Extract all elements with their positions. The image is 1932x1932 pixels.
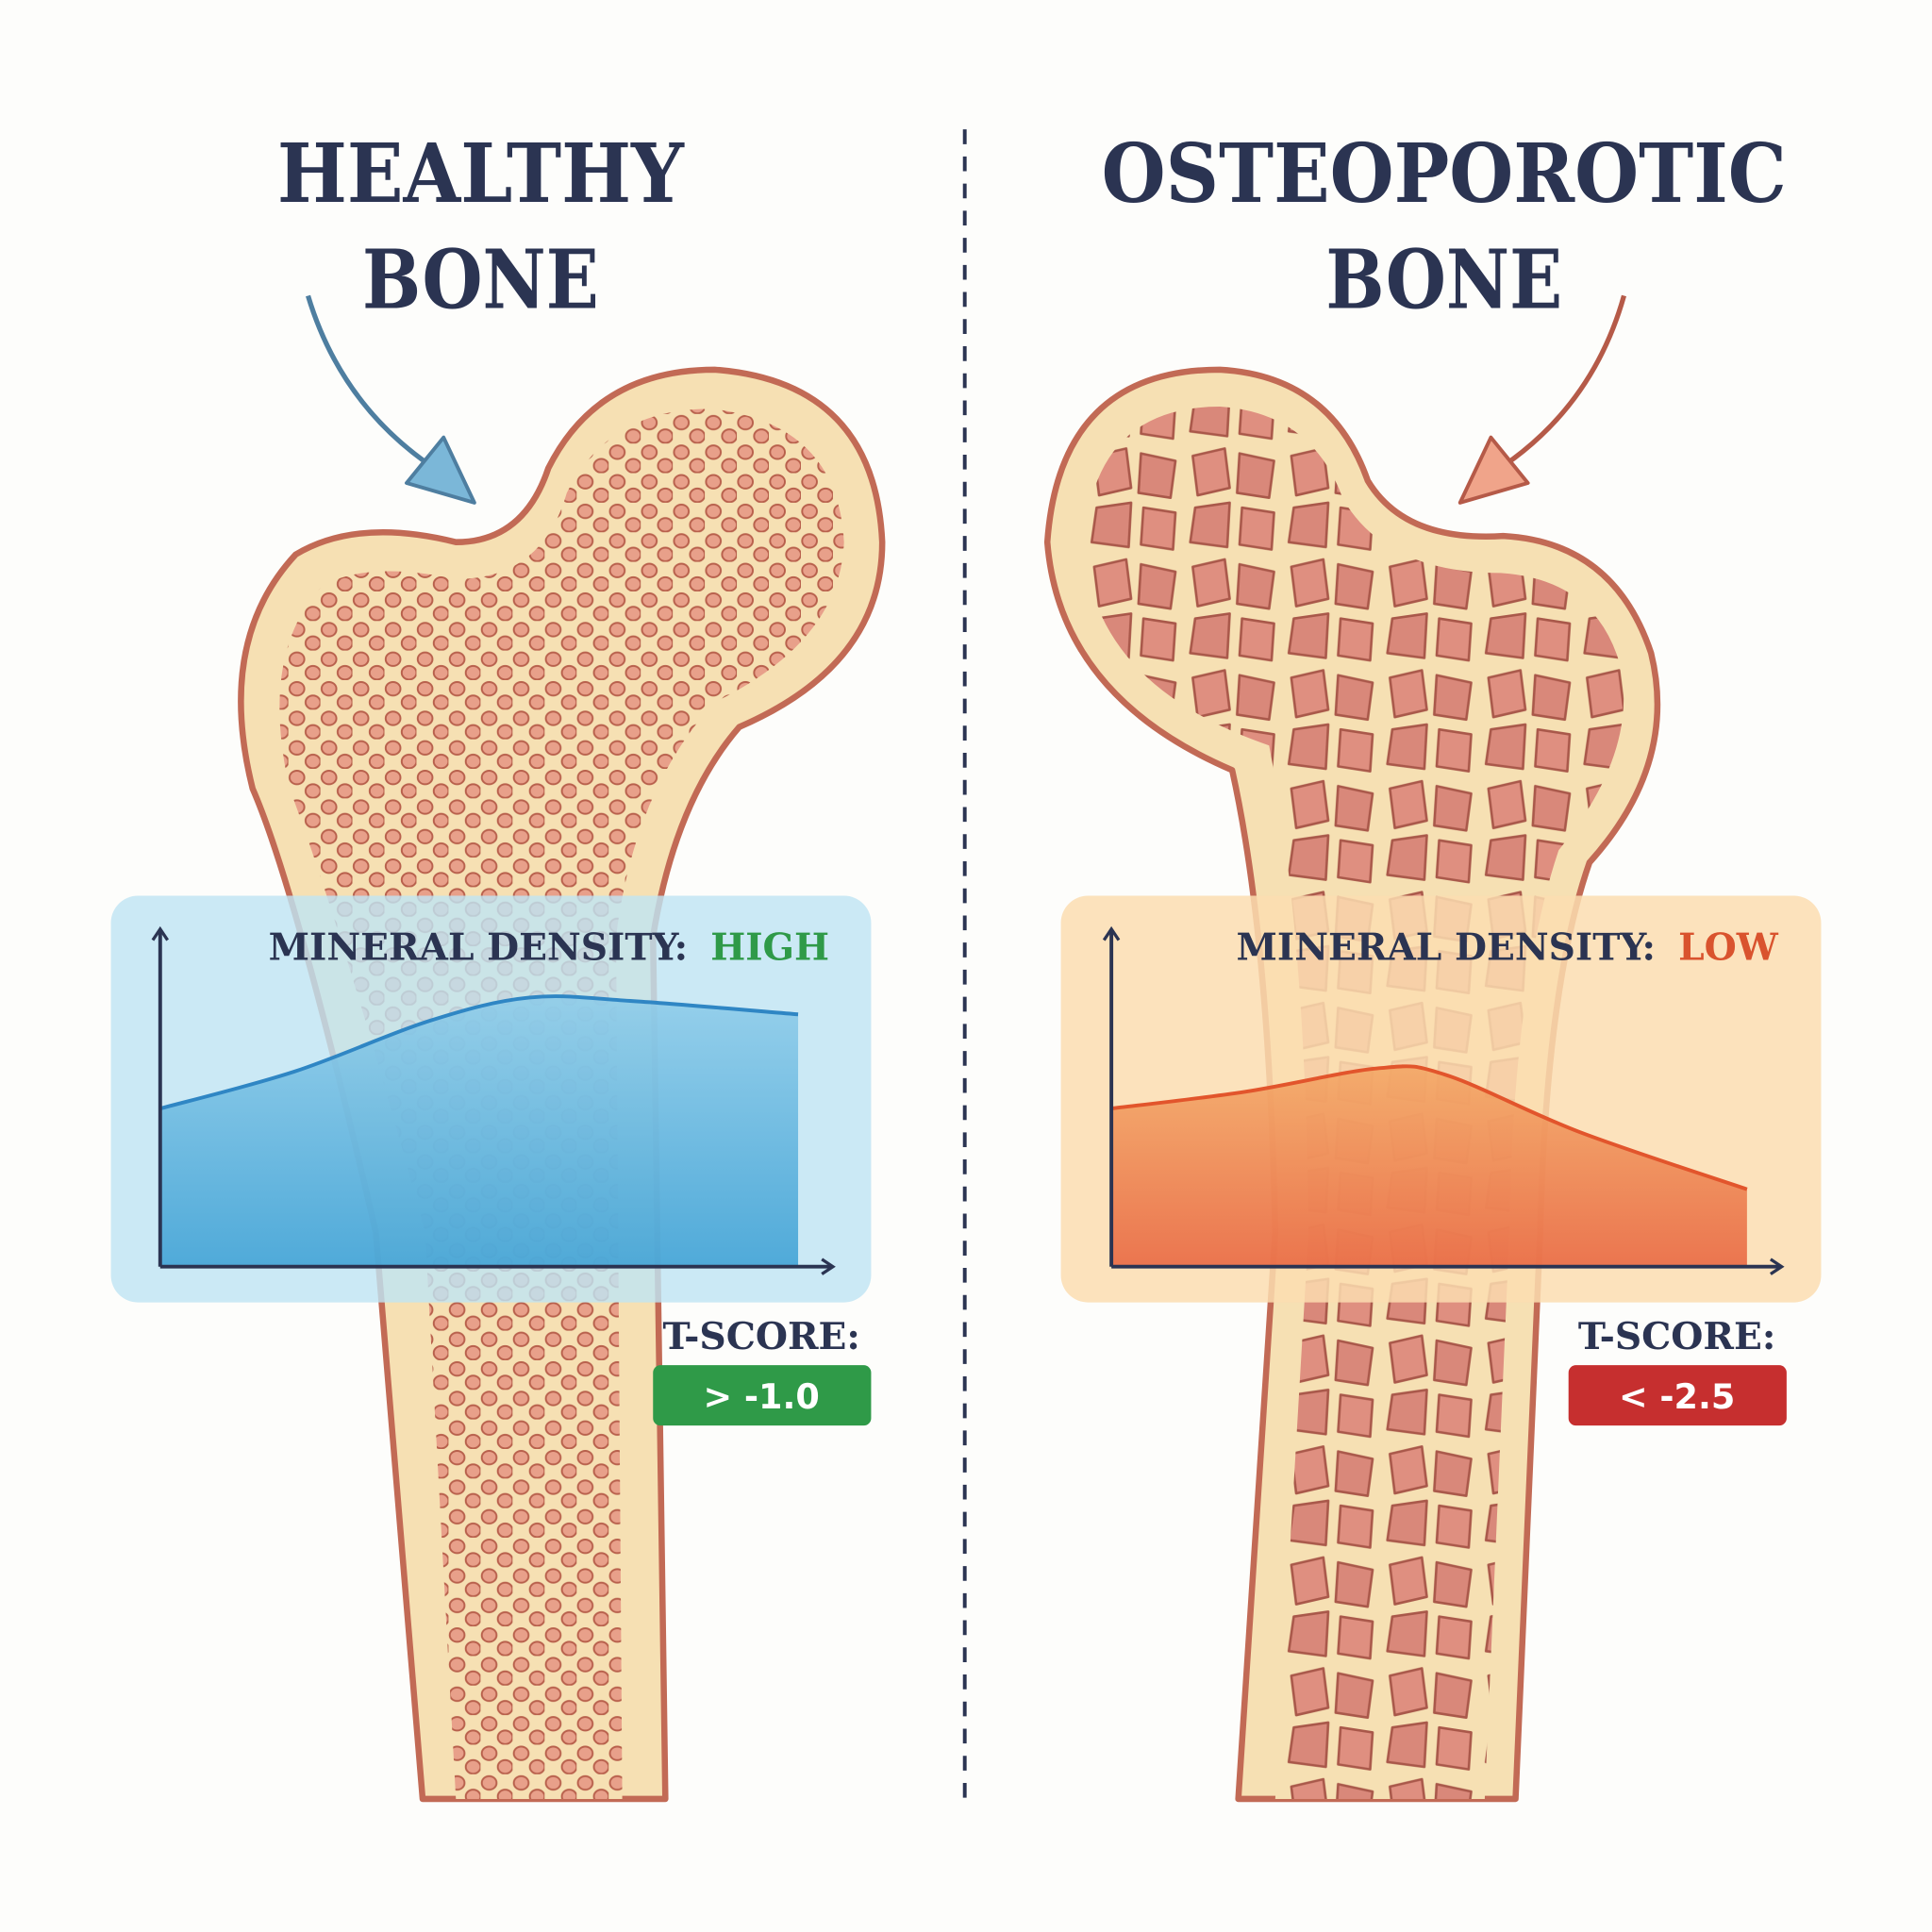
healthy-density-title: MINERAL DENSITY: HIGH: [269, 925, 829, 969]
healthy-title-line1: HEALTHY: [277, 126, 685, 222]
osteoporotic-title-line1: OSTEOPOROTIC: [1102, 126, 1787, 222]
osteoporotic-density-label: MINERAL DENSITY:: [1237, 925, 1656, 969]
healthy-title-line2: BONE: [362, 233, 599, 328]
osteoporotic-tscore-value: < -2.5: [1619, 1376, 1735, 1417]
healthy-tscore-value: > -1.0: [704, 1376, 820, 1417]
healthy-density-curve: [159, 994, 799, 1110]
osteoporotic-pointer-arrow: [1457, 294, 1626, 505]
healthy-density-panel: MINERAL DENSITY: HIGH: [110, 895, 872, 1303]
healthy-tscore-badge: > -1.0: [653, 1365, 872, 1426]
osteoporotic-density-area: [1111, 1066, 1747, 1267]
healthy-density-chart: [160, 930, 832, 1267]
osteoporotic-tscore-badge: < -2.5: [1568, 1365, 1787, 1426]
osteoporotic-density-title: MINERAL DENSITY: LOW: [1237, 925, 1779, 969]
osteoporotic-density-curve: [1110, 1064, 1748, 1191]
healthy-tscore-label: T-SCORE:: [662, 1315, 859, 1358]
osteoporotic-density-value: LOW: [1678, 925, 1779, 969]
healthy-density-value: HIGH: [710, 925, 829, 969]
osteoporotic-tscore-label: T-SCORE:: [1578, 1315, 1775, 1358]
healthy-pointer-arrow: [306, 294, 476, 505]
osteoporotic-density-panel: MINERAL DENSITY: LOW: [1060, 895, 1822, 1303]
healthy-density-label: MINERAL DENSITY:: [269, 925, 688, 969]
osteoporotic-title-line2: BONE: [1325, 233, 1562, 328]
osteoporotic-density-chart: [1111, 930, 1780, 1267]
